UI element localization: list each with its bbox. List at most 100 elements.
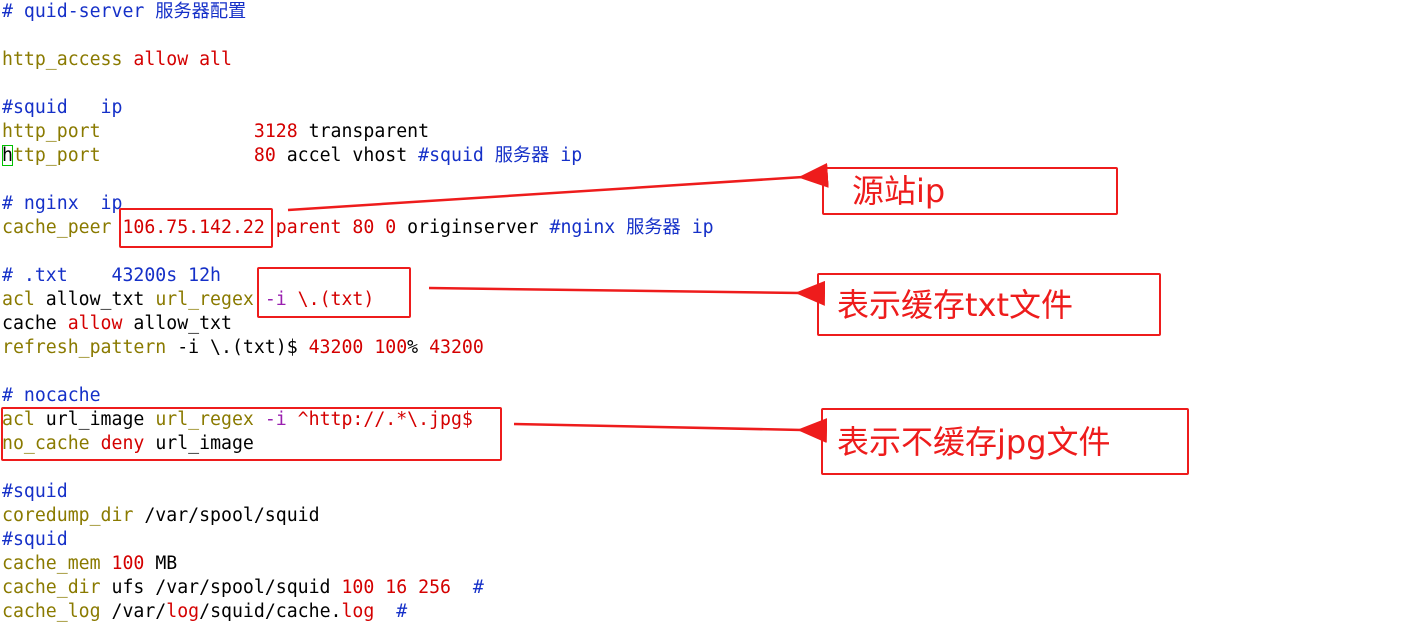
blank-line[interactable] [2,72,1414,96]
token-plain: allow_txt [34,289,156,310]
highlight-box-nocache-rules [1,407,502,461]
token-key: cache_log [2,601,101,622]
config-line[interactable]: # .txt 43200s 12h [2,264,1414,288]
config-line[interactable]: http_access allow all [2,48,1414,72]
callout-no-cache-jpg-label: 表示不缓存jpg文件 [837,422,1111,461]
callout-cache-txt: 表示缓存txt文件 [817,273,1161,336]
config-line[interactable]: cache_dir ufs /var/spool/squid 100 16 25… [2,576,1414,600]
token-value: 100 16 256 [341,577,451,598]
token-key: acl [2,289,35,310]
token-value: log [166,601,200,622]
token-plain: allow_txt [122,313,232,334]
token-plain [451,577,473,598]
token-plain: url_image [144,433,254,454]
token-key: ttp_port [12,145,101,166]
token-key: no_cache [2,433,90,454]
token-value: 106.75.142.22 [122,217,265,238]
token-value: log [341,601,375,622]
config-line[interactable]: # nocache [2,384,1414,408]
blank-line[interactable] [2,360,1414,384]
config-line[interactable]: http_port 80 accel vhost #squid 服务器 ip [2,144,1414,168]
config-line[interactable]: cache_log /var/log/squid/cache.log # [2,600,1414,624]
token-plain: ufs /var/spool/squid [100,577,342,598]
token-value: 80 [253,145,276,166]
token-plain [101,145,254,166]
token-key: cache_peer [2,217,112,238]
text-cursor: h [2,145,13,166]
config-line[interactable]: acl url_image url_regex -i ^http://.*\.j… [2,408,1414,432]
token-value: ^http://.*\.jpg$ [286,409,473,430]
token-value: 43200 [429,337,484,358]
token-value: allow all [133,49,232,70]
token-key: coredump_dir [2,505,134,526]
callout-source-ip: 源站ip [822,167,1118,215]
config-line[interactable]: cache allow allow_txt [2,312,1414,336]
token-comment: # quid-server 服务器配置 [2,1,247,22]
token-comment: #squid 服务器 ip [418,145,583,166]
token-comment: #squid ip [2,97,123,118]
token-key: refresh_pattern [2,337,167,358]
blank-line[interactable] [2,24,1414,48]
highlight-box-txt-regex [257,267,411,318]
callout-no-cache-jpg: 表示不缓存jpg文件 [821,408,1189,475]
token-value: \.(txt) [286,289,375,310]
token-plain: cache [2,313,68,334]
token-plain [122,49,133,70]
token-value: 43200 [308,337,364,358]
config-line[interactable]: no_cache deny url_image [2,432,1414,456]
token-plain: MB [144,553,178,574]
callout-cache-txt-label: 表示缓存txt文件 [837,285,1074,324]
config-line[interactable]: #squid [2,480,1414,504]
config-line[interactable]: # nginx ip [2,192,1414,216]
config-line[interactable]: #squid [2,528,1414,552]
token-plain: /squid/cache. [199,601,342,622]
token-flag: -i [264,289,287,310]
token-plain [374,601,396,622]
token-key: http_port [2,121,101,142]
token-plain: accel vhost [275,145,419,166]
config-line[interactable]: refresh_pattern -i \.(txt)$ 43200 100% 4… [2,336,1414,360]
token-key: url_regex [155,409,254,430]
token-flag: -i [264,409,287,430]
token-value: 100 [111,553,145,574]
config-line[interactable]: acl allow_txt url_regex -i \.(txt) [2,288,1414,312]
blank-line[interactable] [2,168,1414,192]
token-comment: # [472,577,484,598]
config-line[interactable]: http_port 3128 transparent [2,120,1414,144]
token-key: cache_mem [2,553,101,574]
token-plain: -i \.(txt)$ [166,337,309,358]
token-value: 100 [374,337,408,358]
token-plain: /var/spool/squid [133,505,320,526]
token-comment: # nginx ip [2,193,123,214]
config-line[interactable]: # quid-server 服务器配置 [2,0,1414,24]
highlight-box-source-ip [119,208,273,248]
config-line[interactable]: cache_peer 106.75.142.22 parent 80 0 ori… [2,216,1414,240]
token-comment: #squid [2,481,68,502]
token-plain [363,337,374,358]
token-plain: url_image [34,409,156,430]
token-key: cache_dir [2,577,101,598]
token-value: deny [100,433,145,454]
token-key: url_regex [155,289,254,310]
token-key: acl [2,409,35,430]
token-value: 3128 [253,121,298,142]
token-plain: /var/ [100,601,167,622]
config-line[interactable]: #squid ip [2,96,1414,120]
token-comment: # [396,601,408,622]
token-key: http_access [2,49,123,70]
token-plain [101,121,254,142]
token-comment: # nocache [2,385,101,406]
token-comment: #nginx 服务器 ip [549,217,714,238]
token-comment: #squid [2,529,68,550]
callout-source-ip-label: 源站ip [852,172,946,210]
config-line[interactable]: coredump_dir /var/spool/squid [2,504,1414,528]
token-value: allow [67,313,123,334]
token-plain [101,553,112,574]
config-line[interactable]: cache_mem 100 MB [2,552,1414,576]
token-value: parent 80 0 [264,217,397,238]
token-comment: # .txt 43200s 12h [2,265,221,286]
token-plain: % [407,337,430,358]
token-plain: transparent [297,121,430,142]
token-plain: originserver [396,217,550,238]
